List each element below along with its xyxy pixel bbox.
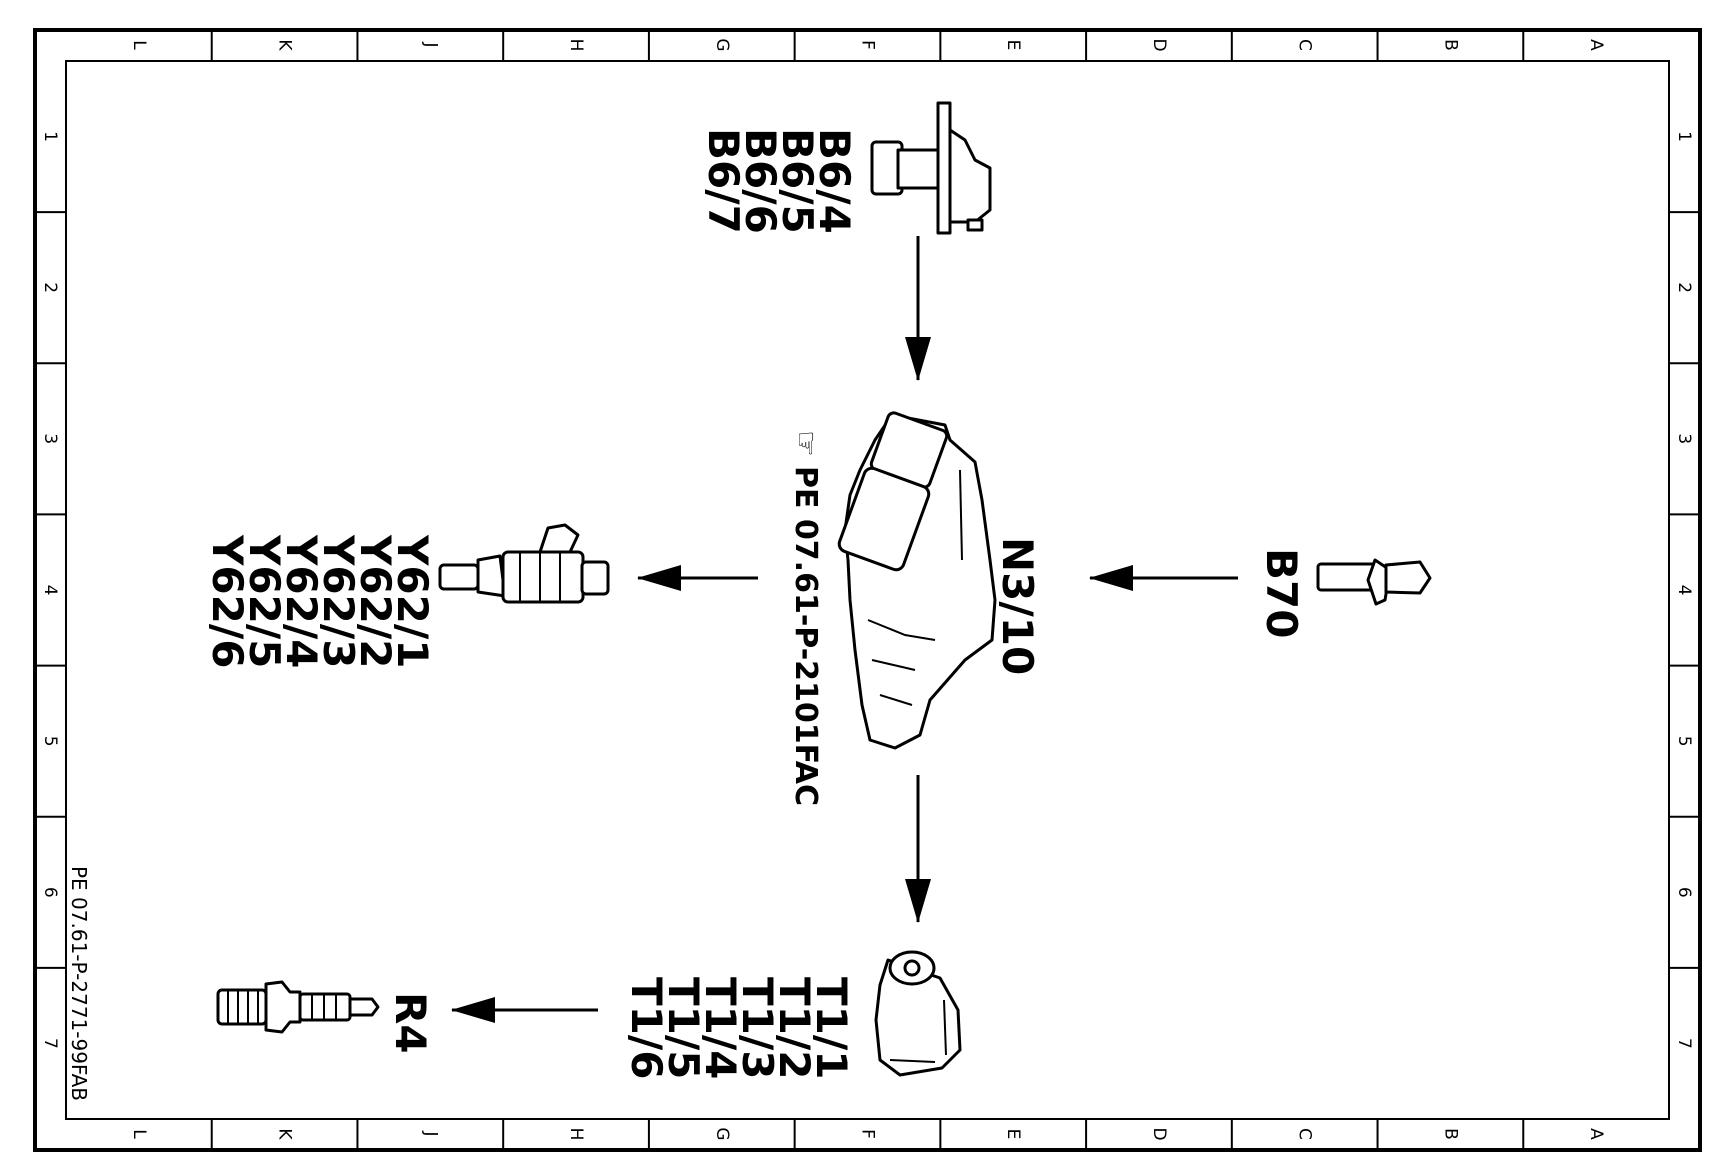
injector-labels: Y62/1 Y62/2 Y62/3 Y62/4 Y62/5 Y62/6 [203, 534, 437, 668]
grid-row-left-1: 1 [40, 131, 60, 142]
grid-row-left-2: 2 [40, 282, 60, 293]
grid-column-top-j: J [420, 41, 440, 47]
grid-column-top-h: H [566, 39, 586, 52]
control-unit-reference: ☞ PE 07.61-P-2101FAC [788, 430, 823, 806]
grid-column-top-a: A [1586, 39, 1606, 51]
grid-row-right-4: 4 [1674, 585, 1694, 596]
grid-column-bottom-j: J [420, 1130, 440, 1136]
grid-row-left-7: 7 [40, 1038, 60, 1049]
sensor-label-b6-7: B6/7 [699, 128, 748, 234]
camshaft-sensor-labels: B6/4 B6/5 B6/6 B6/7 [699, 128, 859, 234]
coil-label-t1-1: T1/1 [807, 977, 856, 1079]
grid-column-bottom-g: G [712, 1127, 732, 1140]
grid-column-bottom-h: H [566, 1128, 586, 1141]
drawing-code: PE 07.61-P-2771-99FAB [67, 866, 91, 1101]
grid-row-right-1: 1 [1674, 131, 1694, 142]
ignition-coil-icon [874, 950, 962, 1077]
injector-label-y62-4: Y62/4 [277, 534, 326, 668]
ignition-coil-labels: T1/1 T1/2 T1/3 T1/4 T1/5 T1/6 [622, 977, 856, 1079]
sensor-label-b6-4: B6/4 [810, 128, 859, 234]
injector-label-y62-6: Y62/6 [203, 534, 252, 668]
injector-label-y62-2: Y62/2 [351, 534, 400, 668]
engine-control-unit-icon [837, 411, 997, 750]
grid-row-right-5: 5 [1674, 736, 1694, 747]
camshaft-sensor-icon [870, 101, 992, 235]
fuel-injector-icon [438, 523, 610, 604]
crankshaft-sensor-label: B70 [1257, 548, 1306, 638]
grid-row-left-4: 4 [40, 585, 60, 596]
coil-label-t1-4: T1/4 [696, 977, 745, 1079]
grid-row-left-5: 5 [40, 736, 60, 747]
grid-row-right-2: 2 [1674, 282, 1694, 293]
grid-column-bottom-f: F [858, 1129, 878, 1139]
coil-label-t1-2: T1/2 [770, 977, 819, 1079]
grid-row-right-6: 6 [1674, 887, 1694, 898]
grid-row-right-3: 3 [1674, 433, 1694, 444]
spark-plug-icon [216, 980, 380, 1034]
control-unit-reference-text: PE 07.61-P-2101FAC [788, 466, 823, 806]
grid-row-right-7: 7 [1674, 1038, 1694, 1049]
control-unit-label-text: N3/10 [993, 537, 1042, 675]
grid-column-bottom-l: L [129, 1129, 149, 1139]
crankshaft-sensor-label-text: B70 [1257, 548, 1306, 638]
drawing-code-text: PE 07.61-P-2771-99FAB [67, 866, 91, 1101]
grid-column-top-b: B [1440, 39, 1460, 51]
drawing-frame: L L K K J J H H G G F F E E D D C C B B A A 1 1 2 2 3 3 4 4 5 5 6 6 7 7 [33, 28, 1702, 1152]
sensor-label-b6-6: B6/6 [736, 128, 785, 234]
coil-label-t1-6: T1/6 [622, 977, 671, 1079]
grid-column-bottom-a: A [1586, 1128, 1606, 1140]
grid-column-top-k: K [275, 39, 295, 51]
grid-row-left-3: 3 [40, 433, 60, 444]
coil-label-t1-5: T1/5 [659, 977, 708, 1079]
control-unit-label: N3/10 [993, 537, 1042, 675]
signal-arrows [451, 236, 1238, 1023]
crankshaft-sensor-icon [1316, 558, 1432, 606]
injector-label-y62-3: Y62/3 [314, 534, 363, 668]
grid-column-top-e: E [1003, 40, 1023, 51]
grid-column-bottom-b: B [1440, 1128, 1460, 1140]
spark-plug-label: R4 [386, 992, 435, 1054]
grid-column-top-l: L [129, 40, 149, 50]
grid-column-bottom-e: E [1003, 1129, 1023, 1140]
grid-column-top-g: G [712, 38, 732, 51]
coil-label-t1-3: T1/3 [733, 977, 782, 1079]
spark-plug-label-text: R4 [386, 992, 435, 1054]
injector-label-y62-1: Y62/1 [388, 534, 437, 668]
injector-label-y62-5: Y62/5 [240, 534, 289, 668]
pointing-hand-icon: ☞ [788, 430, 823, 457]
sensor-label-b6-5: B6/5 [773, 128, 822, 234]
grid-column-bottom-c: C [1295, 1128, 1315, 1140]
grid-column-top-c: C [1295, 39, 1315, 51]
grid-column-top-f: F [858, 40, 878, 50]
grid-row-left-6: 6 [40, 887, 60, 898]
grid-column-bottom-d: D [1149, 1127, 1169, 1140]
grid-column-bottom-k: K [275, 1128, 295, 1140]
grid-column-top-d: D [1149, 38, 1169, 51]
